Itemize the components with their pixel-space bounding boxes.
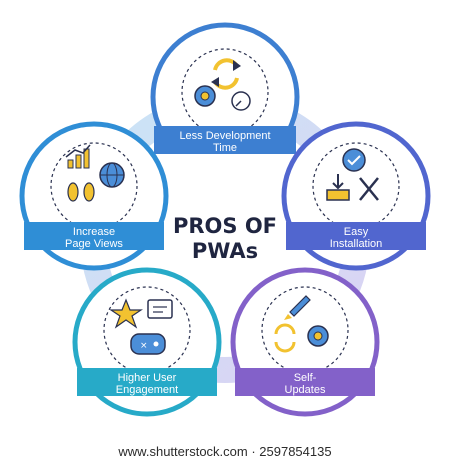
node-label-line: Page Views (65, 238, 123, 250)
install-tools-icon (326, 148, 379, 201)
node-label-line: Engagement (116, 384, 178, 396)
node-label-line: Installation (330, 238, 383, 250)
rocket-gears-icon (274, 295, 329, 353)
node-label-line: Self- (294, 372, 317, 384)
svg-text:×: × (140, 341, 148, 351)
node-label-line: Time (213, 142, 237, 154)
watermark: www.shutterstock.com · 2597854135 (118, 444, 332, 459)
analytics-globe-icon (65, 144, 125, 202)
node-self-updates: Self- Updates (230, 267, 380, 417)
node-label-line: Easy (344, 226, 369, 238)
diagram-title: PROS OF PWAs (172, 214, 278, 263)
node-higher-user-engagement: Higher User Engagement × (72, 267, 222, 417)
node-label-line: Increase (73, 226, 115, 238)
node-label-line: Higher User (118, 372, 177, 384)
node-less-development-time: Less Development Time (150, 22, 300, 178)
sync-gear-clock-icon (194, 58, 251, 111)
node-increase-page-views: Increase Page Views (19, 121, 169, 271)
star-chat-gamepad-icon: × (109, 298, 173, 355)
node-easy-installation: Easy Installation (281, 121, 431, 271)
node-label-line: Less Development (179, 130, 270, 142)
node-label-line: Updates (285, 384, 326, 396)
